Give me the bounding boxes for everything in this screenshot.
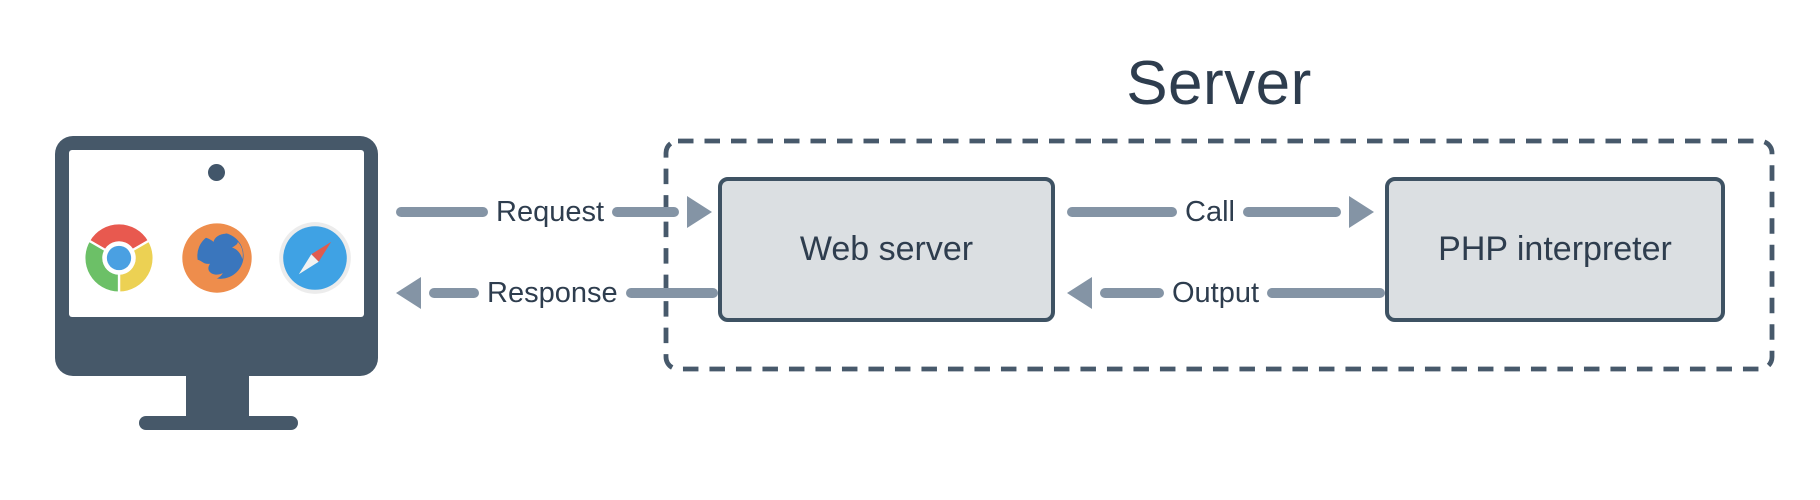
php-interpreter-node: PHP interpreter <box>1385 177 1725 322</box>
call-label: Call <box>1185 195 1235 228</box>
safari-icon <box>278 222 351 294</box>
php-interpreter-label: PHP interpreter <box>1438 230 1672 268</box>
arrowhead-right-icon <box>1349 196 1374 228</box>
server-boundary-box <box>663 138 1775 372</box>
client-monitor <box>55 136 378 376</box>
firefox-icon <box>181 223 252 293</box>
request-label: Request <box>496 195 605 228</box>
arrow-line <box>612 207 679 217</box>
chrome-icon <box>82 222 155 294</box>
arrow-line <box>1242 207 1341 217</box>
output-arrow: Output <box>1067 276 1385 310</box>
arrow-line <box>396 207 488 217</box>
output-label: Output <box>1172 276 1260 309</box>
arrow-line <box>429 288 479 298</box>
arrowhead-right-icon <box>687 196 712 228</box>
request-arrow: Request <box>396 195 712 229</box>
response-label: Response <box>487 276 618 309</box>
response-arrow: Response <box>396 276 718 310</box>
web-server-label: Web server <box>799 230 974 268</box>
monitor-stand-neck <box>186 374 249 417</box>
monitor-stand-base <box>139 416 298 430</box>
server-title: Server <box>1126 49 1312 118</box>
arrowhead-left-icon <box>396 277 421 309</box>
arrow-line <box>625 288 718 298</box>
camera-dot <box>208 164 225 181</box>
arrow-line <box>1067 207 1177 217</box>
arrow-line <box>1267 288 1385 298</box>
call-arrow: Call <box>1067 195 1374 229</box>
arrowhead-left-icon <box>1067 277 1092 309</box>
arrow-line <box>1100 288 1164 298</box>
web-server-node: Web server <box>718 177 1055 322</box>
